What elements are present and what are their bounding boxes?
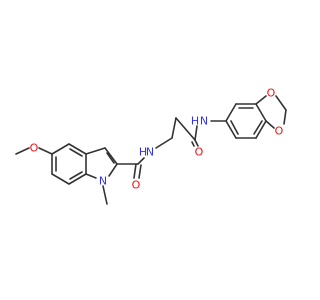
bond-ch2b-carbonyl2 [175, 117, 196, 141]
bond-c7a-c7 [68, 173, 87, 185]
bond-layer [15, 95, 287, 205]
bond-ar3-ar4 [255, 103, 267, 122]
bond-double-c4-c3a [69, 148, 83, 157]
atom-oxygen-methoxy: O [30, 142, 39, 155]
bond-n-ch2a [155, 137, 173, 149]
bond-o-c5 [38, 147, 53, 155]
bond-double-ar6-ar1 [230, 120, 239, 135]
bond-c3-c2 [104, 147, 118, 165]
atom-hydrogen-amide2: H [191, 115, 199, 128]
bond-carbonyl2-o-b [191, 141, 195, 147]
bond-carbonyl1-o-a [133, 163, 137, 179]
bond-carbonyl2-o-a [194, 139, 199, 147]
bond-ar1-ar2 [225, 103, 237, 122]
atom-oxygen-amide1: O [132, 179, 141, 192]
bond-c7-c6 [51, 173, 70, 185]
atom-hydrogen-amide1: H [139, 146, 147, 159]
bond-double-c7-c7a [69, 171, 83, 180]
atom-nitrogen-amide2: N [200, 115, 208, 128]
bond-methyl-o [15, 147, 30, 155]
bond-double-ar4-ar5 [253, 120, 263, 135]
bond-ar6-ar1 [225, 120, 237, 139]
bond-n1-c7a [85, 173, 97, 179]
bond-c2-n1 [108, 163, 118, 177]
molecule-structure: O N N H O O N H O O [15, 87, 287, 205]
bond-carbonyl2-n [194, 125, 198, 141]
bond-n1-methyl [102, 185, 108, 205]
bond-carbonyl1-o-b [138, 164, 142, 179]
atom-oxygen-dioxole-top: O [267, 87, 276, 100]
atom-nitrogen-amide1: N [146, 146, 154, 159]
atom-oxygen-dioxole-bottom: O [275, 125, 284, 138]
bond-carbonyl1-n [137, 157, 145, 165]
bond-double-c3-c2 [106, 152, 115, 164]
atom-label-layer: O N N H O O N H O O [30, 87, 284, 192]
bond-ar3-o-top [255, 95, 267, 105]
bond-ch2a-ch2b [171, 117, 177, 139]
atom-oxygen-amide2: O [195, 146, 204, 159]
bond-ar4-ar5 [255, 120, 267, 139]
bond-c4-c3a [68, 143, 87, 155]
bond-ch2-o-bottom [283, 109, 287, 125]
bond-c3a-c3 [85, 147, 106, 155]
atom-nitrogen-indole: N [99, 175, 107, 188]
bond-o-bottom-ar4 [265, 120, 275, 129]
bond-c5-c4 [51, 143, 70, 155]
bond-o-top-ch2 [275, 95, 287, 111]
